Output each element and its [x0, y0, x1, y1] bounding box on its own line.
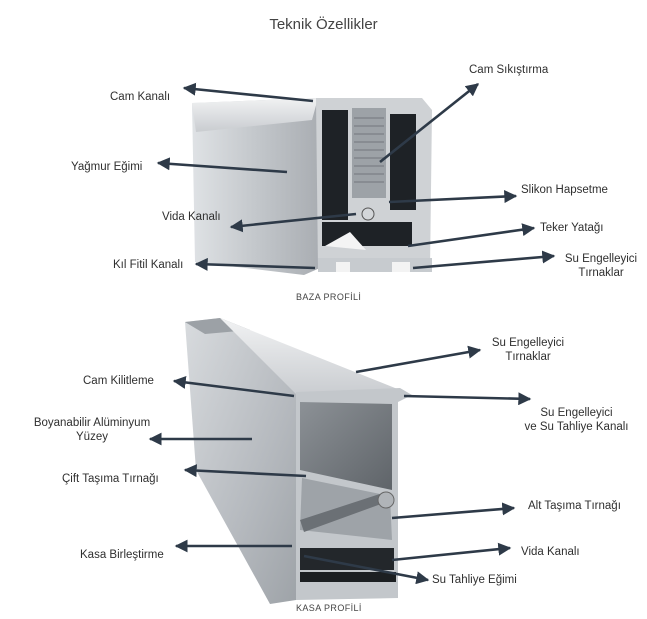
label-yagmur-egimi: Yağmur Eğimi [71, 161, 143, 173]
label-su-engelleyici-kasa: Su Engelleyici Tırnaklar [478, 336, 578, 364]
label-teker-yatagi: Teker Yatağı [540, 222, 604, 234]
label-cam-kanali: Cam Kanalı [110, 91, 171, 103]
label-su-tahliye-kanali-line1: Su Engelleyici [540, 407, 613, 419]
arrow-su-engelleyici-kasa [355, 345, 482, 374]
arrow-cam-sikistirma [379, 82, 480, 164]
label-su-tahliye-kanali: Su Engelleyici ve Su Tahliye Kanalı [514, 406, 639, 434]
label-su-engelleyici-kasa-line1: Su Engelleyici [491, 337, 565, 349]
arrow-vida-kanali-kasa [391, 542, 512, 562]
label-su-tahliye-kanali-line2: ve Su Tahliye Kanalı [524, 421, 629, 433]
label-su-engelleyici-baza-line2: Tırnaklar [578, 267, 624, 279]
label-boyanabilir-line2: Yüzey [76, 431, 108, 443]
kasa-profile-image [185, 318, 412, 604]
label-silikon-hapsetme: Slikon Hapsetme [521, 184, 608, 196]
arrow-vida-kanali [229, 212, 357, 233]
label-cam-kilitleme: Cam Kilitleme [83, 375, 154, 387]
arrow-cam-kilitleme [172, 376, 295, 398]
label-alt-tasima-tirnagi: Alt Taşıma Tırnağı [528, 500, 621, 512]
label-boyanabilir-yuzey: Boyanabilir Alüminyum Yüzey [22, 416, 162, 444]
caption-kasa-profili: KASA PROFİLİ [296, 603, 362, 613]
arrow-su-tahliye-kanali [403, 392, 532, 406]
label-su-engelleyici-baza: Su Engelleyici Tırnaklar [556, 252, 646, 280]
arrow-su-tahliye-egimi [303, 554, 430, 585]
label-kil-fitil-kanali: Kıl Fitil Kanalı [113, 259, 184, 271]
arrow-su-engelleyici-baza [412, 250, 556, 270]
arrow-cift-tasima [183, 464, 307, 478]
label-kasa-birlestirme: Kasa Birleştirme [80, 549, 164, 561]
baza-profile-image [192, 98, 432, 275]
arrow-teker [407, 223, 536, 248]
label-su-tahliye-egimi: Su Tahliye Eğimi [432, 574, 517, 586]
label-cam-sikistirma: Cam Sıkıştırma [469, 64, 549, 76]
caption-baza-profili: BAZA PROFİLİ [296, 292, 362, 302]
page-title: Teknik Özellikler [269, 16, 378, 33]
arrow-alt-tasima [391, 502, 516, 520]
arrow-cam-kanali [182, 82, 314, 103]
arrow-kil-fitil [194, 257, 316, 271]
label-su-engelleyici-baza-line1: Su Engelleyici [564, 253, 638, 265]
label-vida-kanali: Vida Kanalı [162, 211, 221, 223]
arrow-yagmur-egimi [156, 157, 288, 174]
label-vida-kanali-kasa: Vida Kanalı [521, 546, 580, 558]
label-su-engelleyici-kasa-line2: Tırnaklar [505, 351, 551, 363]
arrow-silikon [388, 190, 518, 204]
label-cift-tasima-tirnagi: Çift Taşıma Tırnağı [62, 473, 159, 485]
label-boyanabilir-line1: Boyanabilir Alüminyum [33, 417, 151, 429]
